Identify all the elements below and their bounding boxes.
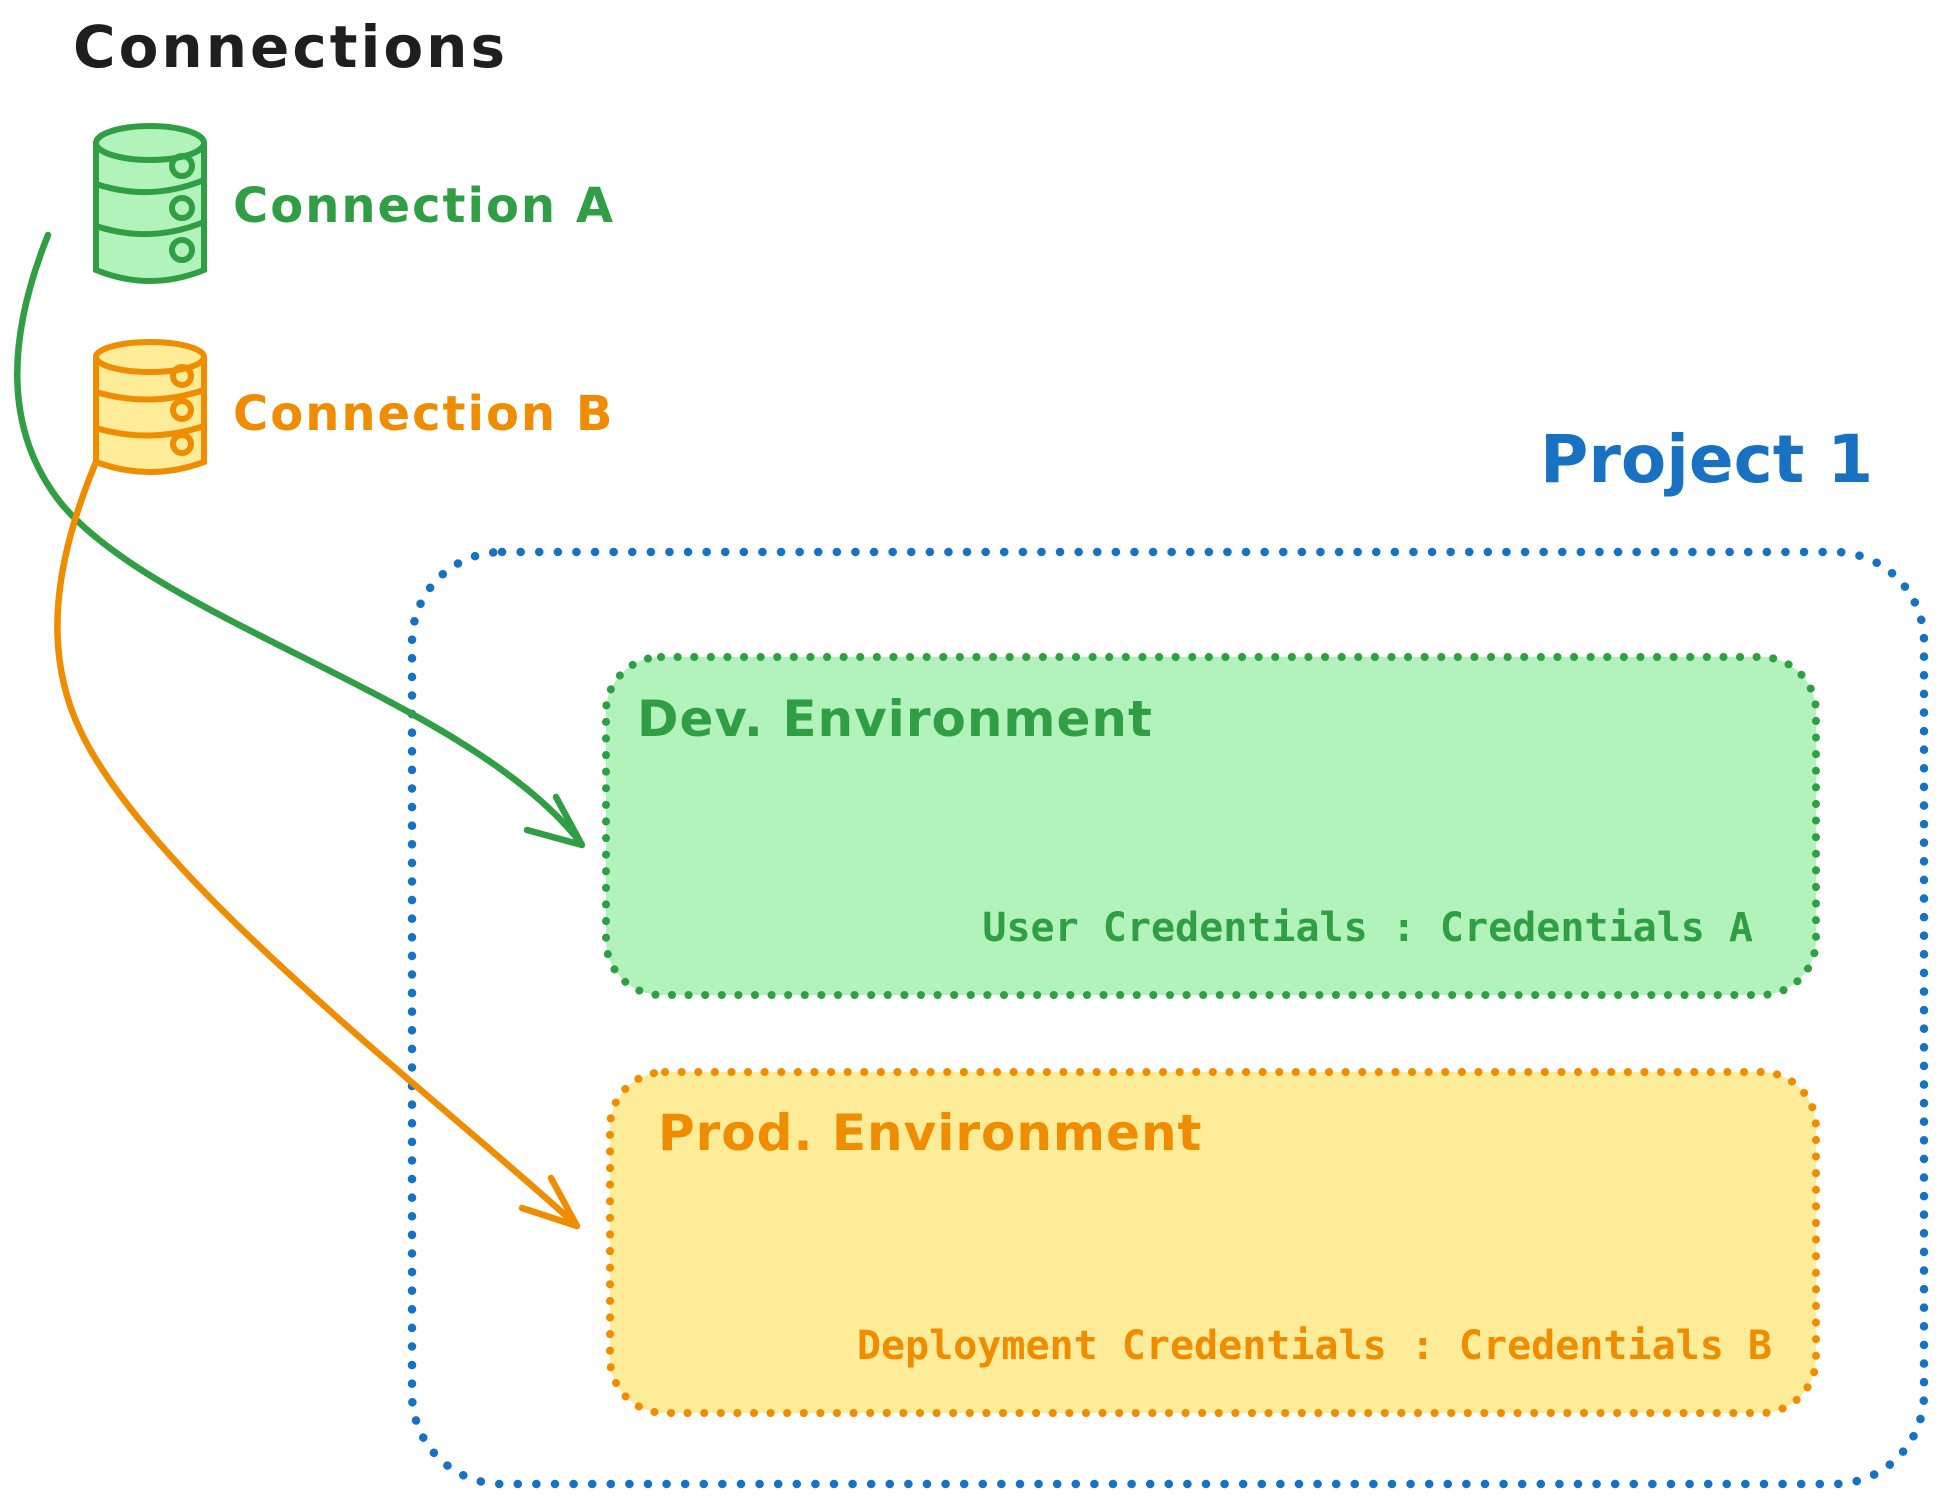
project-title: Project 1 xyxy=(1540,421,1874,498)
connection-b-arrow xyxy=(54,458,581,1230)
prod-environment-credentials: Deployment Credentials : Credentials B xyxy=(856,1323,1772,1369)
prod-environment-title: Prod. Environment xyxy=(658,1104,1203,1162)
arrowhead-icon xyxy=(518,1174,581,1230)
connection-b-label: Connection B xyxy=(233,386,615,442)
connection-a-label: Connection A xyxy=(233,178,615,234)
project-box xyxy=(407,547,1929,1489)
connection-a-arrow xyxy=(14,231,586,849)
dev-environment-title: Dev. Environment xyxy=(637,690,1153,748)
connection-b-database-icon xyxy=(93,339,207,475)
connections-title: Connections xyxy=(73,13,508,81)
prod-environment-box xyxy=(606,1068,1820,1417)
dev-environment-credentials: User Credentials : Credentials A xyxy=(982,905,1753,951)
arrowhead-icon xyxy=(523,793,586,849)
connection-a-database-icon xyxy=(93,123,207,284)
dev-environment-box xyxy=(602,653,1820,999)
